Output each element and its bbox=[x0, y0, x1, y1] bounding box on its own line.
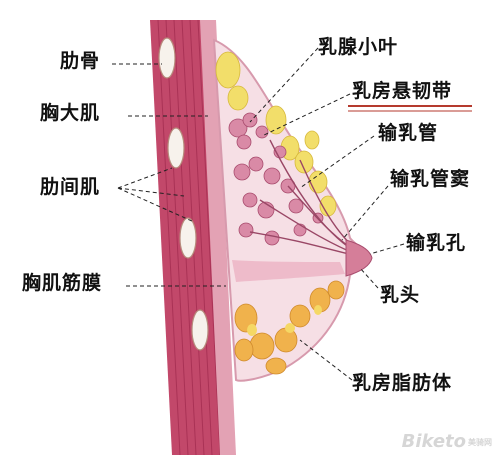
leader-fat bbox=[299, 339, 353, 381]
pectoralis-major-band bbox=[200, 20, 236, 455]
ribs bbox=[158, 37, 209, 351]
label-lactiferous-duct: 输乳管 bbox=[378, 122, 439, 144]
rib-3 bbox=[179, 217, 197, 259]
rib-2 bbox=[167, 127, 185, 169]
leader-opening bbox=[369, 243, 405, 255]
watermark-brand: Biketo bbox=[401, 431, 466, 452]
label-rib: 肋骨 bbox=[60, 50, 101, 72]
label-nipple: 乳头 bbox=[380, 284, 421, 306]
label-intercostal: 肋间肌 bbox=[40, 176, 101, 198]
label-lobule: 乳腺小叶 bbox=[318, 36, 399, 58]
label-suspensory-ligament: 乳房悬韧带 bbox=[352, 80, 453, 102]
label-pectoralis-major: 胸大肌 bbox=[40, 102, 101, 124]
label-lactiferous-sinus: 输乳管窦 bbox=[390, 168, 471, 190]
fascia-band bbox=[232, 260, 345, 282]
leader-lobule bbox=[249, 47, 319, 123]
lower-fat-highlight bbox=[247, 305, 322, 336]
watermark-sub: 美骑网 bbox=[468, 437, 492, 447]
label-pectoral-fascia: 胸肌筋膜 bbox=[22, 272, 103, 294]
label-fat: 乳房脂肪体 bbox=[352, 372, 453, 394]
label-duct-opening: 输乳孔 bbox=[406, 232, 467, 254]
rib-1 bbox=[158, 37, 176, 79]
leader-nipple bbox=[359, 267, 379, 289]
nipple-shape bbox=[345, 239, 373, 277]
rib-4 bbox=[191, 309, 209, 351]
leader-sinus bbox=[341, 185, 389, 241]
leader-intercostal-1 bbox=[117, 167, 173, 189]
lower-fat bbox=[234, 280, 345, 375]
leader-lines bbox=[112, 47, 405, 381]
leader-ligament bbox=[261, 93, 351, 137]
upper-fat bbox=[215, 51, 337, 217]
leader-duct bbox=[299, 135, 375, 189]
